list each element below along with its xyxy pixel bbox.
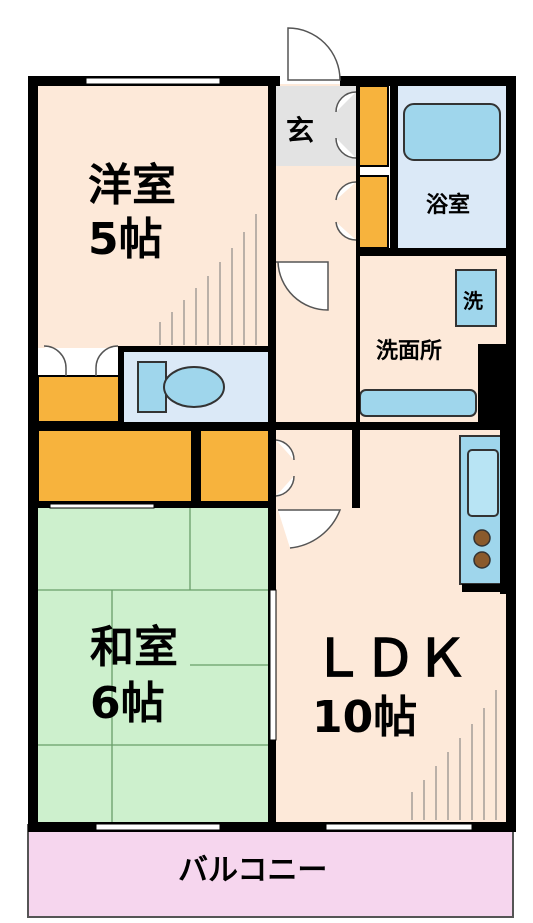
japanese-room-size: 6帖 [90,678,165,729]
closet-mid-right [199,429,271,503]
ldk-name: ＬＤＫ [312,629,468,689]
shoe-closet-lower [357,175,389,249]
stove-burner-2 [473,551,491,569]
stove-burner-1 [473,529,491,547]
closet-western [37,375,123,423]
entrance-label: 玄 [286,114,314,147]
ldk-size: 10帖 [312,692,417,743]
kitchen-sink [467,449,499,517]
toilet-bowl [163,366,225,408]
shoe-closet-upper [357,85,389,167]
balcony-floor [27,824,514,918]
floor-shading-ldk [411,690,497,820]
bathtub [403,103,501,161]
wash-basin [359,389,477,417]
western-room-floor [38,84,270,348]
toilet-tank [137,361,167,413]
bath-label: 浴室 [426,192,470,218]
japanese-room-name: 和室 [90,622,178,673]
washroom-label: 洗面所 [376,339,442,364]
windows [49,77,473,831]
washer-label: 洗 [463,289,483,313]
washing-machine-pan [455,269,497,327]
tatami-lines [38,508,270,822]
western-room-name: 洋室 [88,160,176,211]
closet-mid-left [37,429,193,503]
western-room-size: 5帖 [88,214,163,265]
doors [43,27,357,549]
floor-shading-western [159,214,257,345]
balcony-label: バルコニー [178,853,327,888]
